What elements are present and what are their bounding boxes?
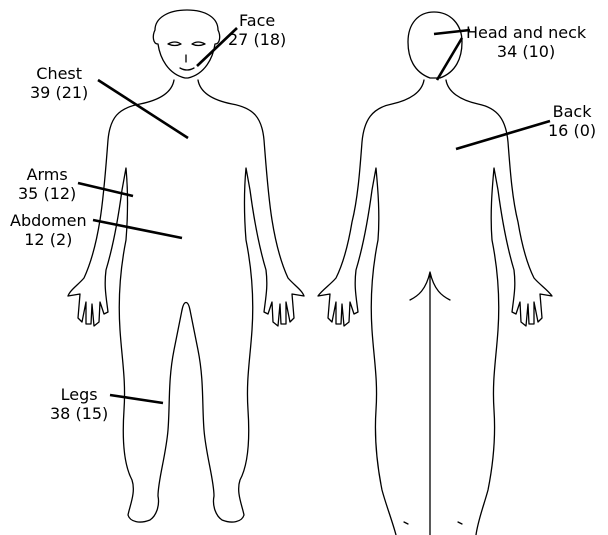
chest-label: Chest 39 (21) [30, 64, 88, 102]
front-body-right-outline [190, 80, 304, 522]
front-figure [68, 10, 304, 522]
chest-value: 39 (21) [30, 83, 88, 102]
head-and-neck-value: 34 (10) [466, 42, 586, 61]
legs-label: Legs 38 (15) [50, 385, 108, 423]
arms-name: Arms [18, 165, 76, 184]
front-inner-legs [182, 303, 190, 311]
chest-leader-line [98, 80, 188, 138]
legs-name: Legs [50, 385, 108, 404]
head-and-neck-leader-line-b [437, 38, 462, 80]
abdomen-leader-line [93, 220, 182, 238]
face-label: Face 27 (18) [228, 11, 286, 49]
back-value: 16 (0) [548, 121, 596, 140]
front-body-left-outline [68, 80, 182, 522]
abdomen-label: Abdomen 12 (2) [10, 211, 87, 249]
face-name: Face [228, 11, 286, 30]
back-feet-marks [404, 522, 462, 524]
head-and-neck-label: Head and neck 34 (10) [466, 23, 586, 61]
chest-name: Chest [30, 64, 88, 83]
abdomen-value: 12 (2) [10, 230, 87, 249]
back-name: Back [548, 102, 596, 121]
back-head-outline [408, 12, 462, 78]
front-face-features [168, 42, 205, 70]
legs-value: 38 (15) [50, 404, 108, 423]
back-figure [318, 12, 552, 535]
back-buttocks-line [410, 272, 450, 535]
abdomen-name: Abdomen [10, 211, 87, 230]
back-label: Back 16 (0) [548, 102, 596, 140]
back-leader-line [456, 121, 550, 149]
head-and-neck-name: Head and neck [466, 23, 586, 42]
arms-value: 35 (12) [18, 184, 76, 203]
arms-leader-line [78, 183, 133, 196]
legs-leader-line [110, 395, 163, 403]
face-value: 27 (18) [228, 30, 286, 49]
head-and-neck-leader-line-a [434, 30, 470, 34]
back-body-left-outline [318, 80, 424, 535]
arms-label: Arms 35 (12) [18, 165, 76, 203]
front-head-outline [153, 10, 219, 78]
